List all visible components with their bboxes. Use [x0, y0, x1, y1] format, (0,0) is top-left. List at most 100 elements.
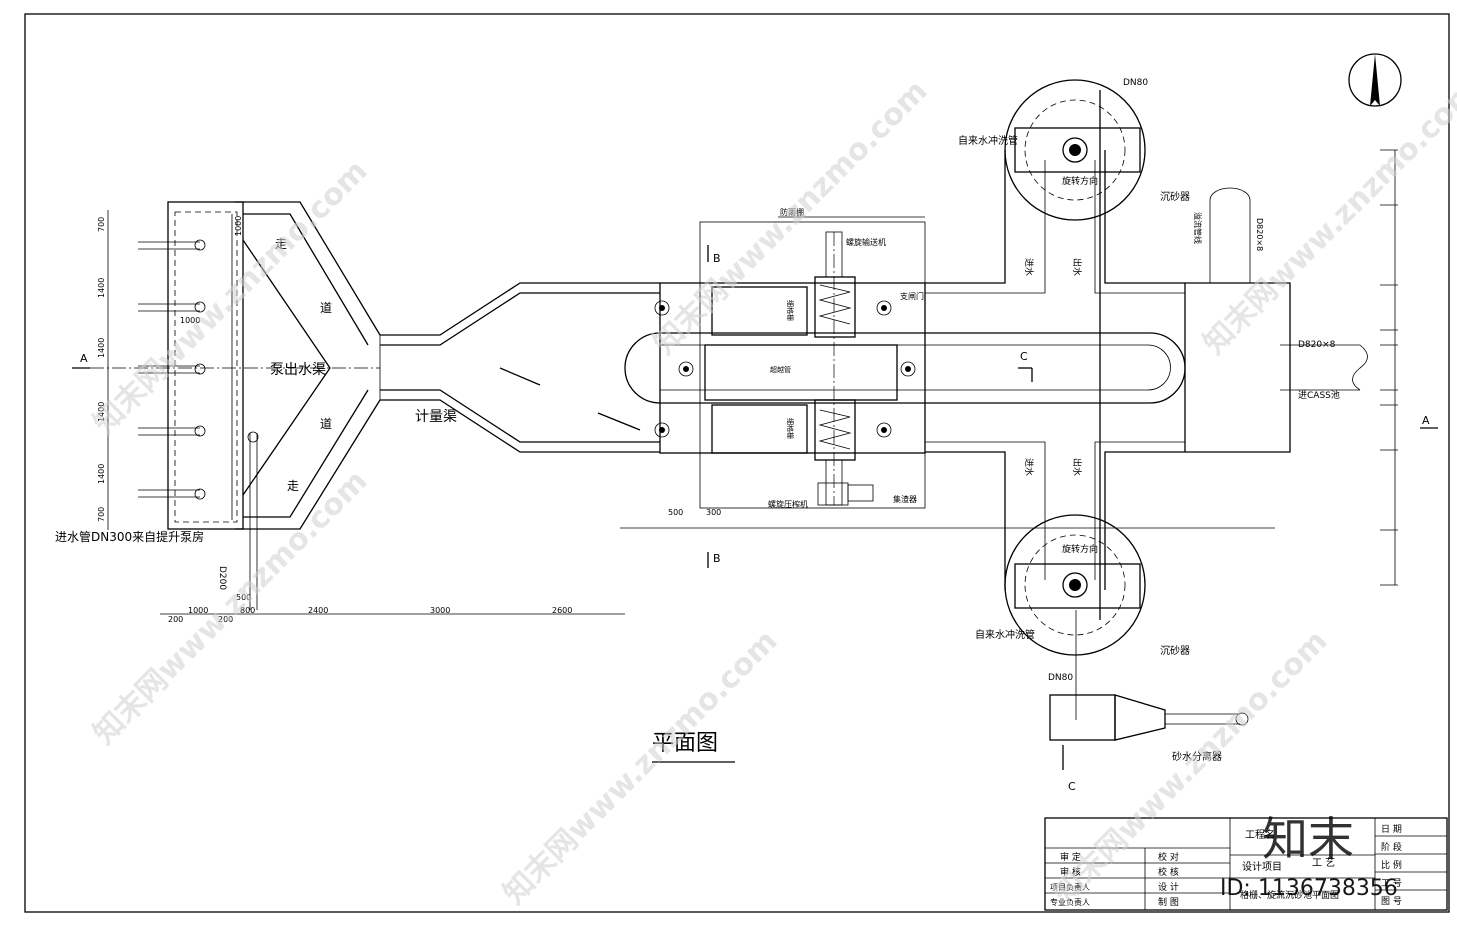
inlet-pipe-label: 进水管DN300来自提升泵房: [55, 529, 204, 544]
gate-label: 支闸门: [900, 291, 924, 301]
sand-separator: [1049, 610, 1249, 741]
d820-vertical-label: D820×8: [1255, 218, 1264, 251]
section-b-bottom: B: [707, 552, 721, 568]
tb-mid-1: 校 核: [1158, 866, 1179, 878]
svg-text:B: B: [713, 552, 721, 565]
grit-bottom-label: 沉砂器: [1160, 644, 1190, 657]
pump-channel-label: 泵出水渠: [270, 362, 326, 378]
watermark-1: 知末网www.znzmo.com: [87, 154, 375, 442]
screw-press-label: 螺旋压榨机: [768, 499, 808, 509]
fine-screen-label-bottom: 细格栅: [786, 418, 795, 439]
svg-text:1400: 1400: [97, 278, 106, 298]
tb-mid-3: 制 图: [1158, 896, 1179, 908]
svg-text:B: B: [713, 252, 721, 265]
dim-500: 500: [668, 508, 683, 517]
section-c-bottom: C: [1062, 745, 1076, 793]
bypass-label: 超越管: [770, 365, 791, 374]
svg-text:C: C: [1068, 780, 1076, 793]
d820-horizontal-label: D820×8: [1298, 340, 1336, 350]
rotation-bottom-label: 旋转方向: [1062, 543, 1098, 555]
grit-top-label: 沉砂器: [1160, 190, 1190, 203]
svg-text:1400: 1400: [97, 338, 106, 358]
fine-screen-label-top: 细格栅: [786, 300, 795, 321]
tb-right-0: 日 期: [1381, 824, 1402, 835]
svg-text:2600: 2600: [552, 606, 572, 615]
svg-text:500: 500: [236, 593, 251, 602]
outer-border: [24, 13, 1450, 913]
svg-text:800: 800: [240, 606, 255, 615]
tb-design-item: 设计项目: [1242, 860, 1282, 873]
svg-text:200: 200: [218, 615, 233, 624]
tb-left-1: 审 核: [1060, 866, 1081, 878]
dn80-bottom-label: DN80: [1048, 673, 1073, 683]
watermark-4: 知末网www.znzmo.com: [87, 464, 375, 752]
title-block: [1044, 817, 1448, 911]
out-water-bottom: 出水: [1071, 458, 1083, 476]
tb-mid-0: 校 对: [1158, 851, 1179, 863]
right-vertical-dims: [1380, 149, 1398, 586]
walkway-label-2: 道: [320, 301, 332, 315]
rain-shed-label: 防雨棚: [780, 207, 804, 217]
walkway-label-3: 道: [320, 417, 332, 431]
metering-channel-label: 计量渠: [415, 409, 457, 425]
section-a-right: A: [1420, 414, 1438, 429]
d200-label: D200: [217, 566, 227, 590]
tb-mid-2: 设 计: [1158, 881, 1179, 893]
grit-chamber-bottom: [1004, 514, 1146, 656]
screw-conveyor-label: 螺旋输送机: [846, 237, 886, 247]
inlet-pipes: [138, 239, 206, 500]
sand-separator-label: 砂水分离器: [1172, 750, 1222, 763]
out-water-top: 出水: [1071, 258, 1083, 276]
tb-right-4: 图 号: [1381, 896, 1402, 907]
svg-text:700: 700: [97, 507, 106, 522]
metering-channel: [379, 282, 660, 453]
left-vertical-dims: 700 1400 1400 1400 1400 700: [97, 210, 109, 530]
tb-left-3: 专业负责人: [1050, 897, 1090, 907]
walkway-label-1: 走: [275, 237, 287, 251]
section-b-top: B: [707, 245, 721, 265]
svg-text:1000: 1000: [188, 606, 208, 615]
watermark-3: 知末网www.znzmo.com: [1197, 74, 1457, 362]
tb-right-1: 阶 段: [1381, 841, 1402, 853]
section-a-left: A: [72, 352, 90, 369]
screen-building: [654, 216, 926, 509]
grit-chamber-top: [1004, 79, 1146, 221]
rotation-top-label: 旋转方向: [1062, 175, 1098, 187]
tb-right-3: 工 号: [1381, 878, 1402, 889]
watermark-id: ID: 1136738356: [1220, 876, 1398, 901]
plan-title: 平面图: [652, 731, 718, 756]
dim-small-1000-a: 1000: [234, 216, 243, 236]
svg-text:200: 200: [168, 615, 183, 624]
svg-text:A: A: [1422, 414, 1430, 427]
tb-project: 工程名: [1245, 828, 1275, 841]
overflow-pipe-label: 溢流管线: [1193, 212, 1203, 244]
outlet-pipes: [1209, 187, 1368, 391]
pump-channel-structure: [138, 201, 381, 610]
watermark-6: 知末网www.znzmo.com: [1047, 624, 1335, 912]
dn80-top-label: DN80: [1123, 78, 1148, 88]
svg-text:A: A: [80, 352, 88, 365]
dim-300: 300: [706, 508, 721, 517]
dim-small-1000-b: 1000: [180, 316, 200, 325]
north-arrow-icon: [1348, 53, 1402, 107]
in-water-top: 进水: [1023, 258, 1035, 276]
watermark-logo: 知末: [1262, 812, 1354, 866]
tb-drawing-name: 格栅、旋流沉砂池平面图: [1240, 889, 1339, 901]
distribution-channel: [624, 90, 1291, 620]
walkway-label-4: 走: [287, 479, 299, 493]
tap-water-top-label: 自来水冲洗管: [958, 134, 1018, 147]
tap-water-bottom-label: 自来水冲洗管: [975, 628, 1035, 641]
in-water-bottom: 进水: [1023, 458, 1035, 476]
svg-text:1400: 1400: [97, 402, 106, 422]
tb-right-2: 比 例: [1381, 859, 1402, 871]
watermark-5: 知末网www.znzmo.com: [497, 624, 785, 912]
svg-text:1400: 1400: [97, 464, 106, 484]
section-c-center: C: [1020, 350, 1028, 363]
bottom-horizontal-dims: 200 1000 200 800 2400 3000 2600 500: [160, 527, 1275, 624]
svg-text:2400: 2400: [308, 606, 328, 615]
collector-label: 集渣器: [893, 494, 917, 504]
tb-process: 工 艺: [1312, 857, 1335, 869]
tb-left-2: 项目负责人: [1050, 882, 1090, 892]
svg-text:3000: 3000: [430, 606, 450, 615]
